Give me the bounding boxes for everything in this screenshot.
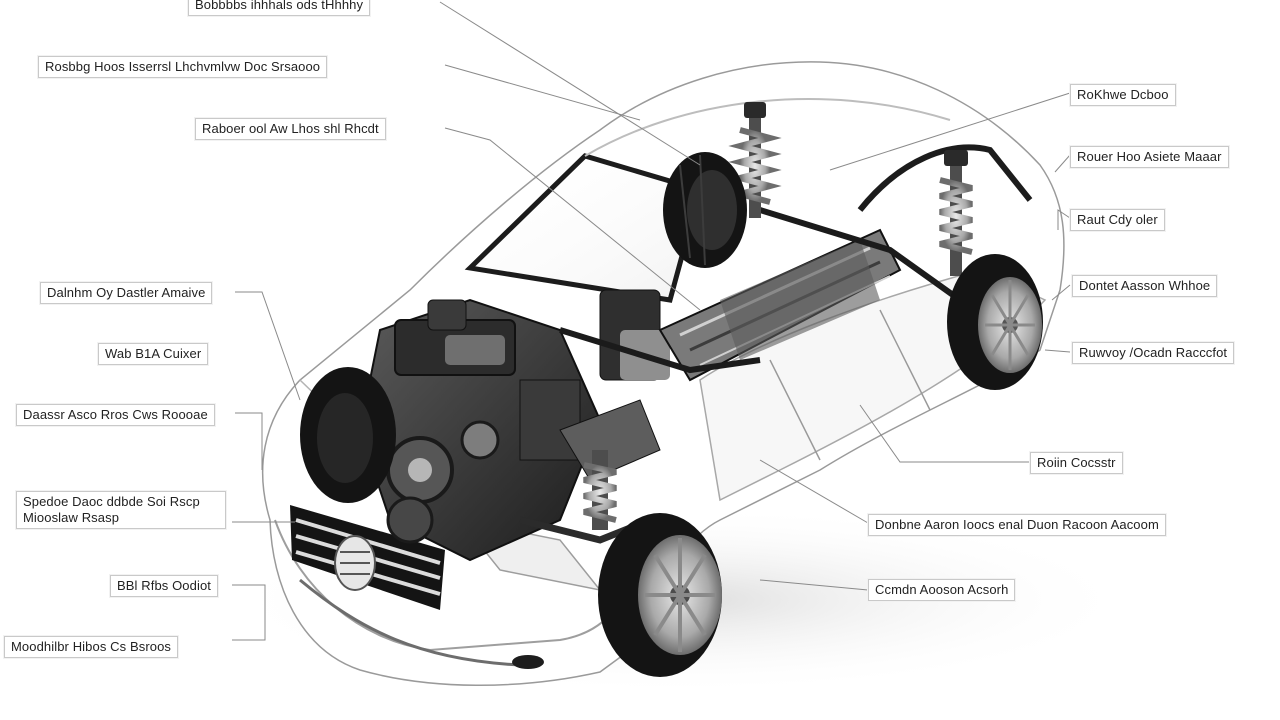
callout-l3: Dalnhm Oy Dastler Amaive [40,282,213,304]
callout-l4: Wab B1A Cuixer [98,343,209,365]
wheel-front-left [300,367,396,503]
callout-l6-line2: Miooslaw Rsasp [23,510,120,525]
callout-r1: Rouer Hoo Asiete Maaar [1070,146,1229,168]
callout-l1: Rosbbg Hoos Isserrsl Lhchvmlvw Doc Srsao… [38,56,328,78]
rear-strut-right [939,150,973,276]
wheel-rear-left [663,152,747,268]
callout-r2: Raut Cdy oler [1070,209,1165,231]
leader-lines [232,1,1071,641]
front-grille [290,505,445,610]
callout-l0: Bobbbbs ihhhals ods tHhhhy [188,0,371,16]
callout-l6-line1: Spedoe Daoc ddbde Soi Rscp [23,494,200,509]
callout-r4: Ruwvoy /Ocadn Racccfot [1072,342,1235,364]
callout-r6: Donbne Aaron Ioocs enal Duon Racoon Aaco… [868,514,1166,536]
callout-r3: Dontet Aasson Whhoe [1072,275,1218,297]
callout-l7: BBl Rfbs Oodiot [110,575,218,597]
engine-block [358,289,670,562]
callout-l5: Daassr Asco Rros Cws Roooae [16,404,215,426]
callout-r7: Ccmdn Aooson Acsorh [868,579,1016,601]
callout-r5: Roiin Cocsstr [1030,452,1123,474]
fog-light [512,655,544,669]
wheel-front-right [598,513,722,677]
wheel-rear-right [947,254,1043,390]
callout-l2: Raboer ool Aw Lhos shl Rhcdt [195,118,386,140]
drivetrain [559,207,962,382]
rear-strut-left [728,102,782,218]
callout-l6: Spedoe Daoc ddbde Soi Rscp Miooslaw Rsas… [16,491,226,529]
callout-l8: Moodhilbr Hibos Cs Bsroos [4,636,179,658]
callout-r0: RoKhwe Dcboo [1070,84,1176,106]
